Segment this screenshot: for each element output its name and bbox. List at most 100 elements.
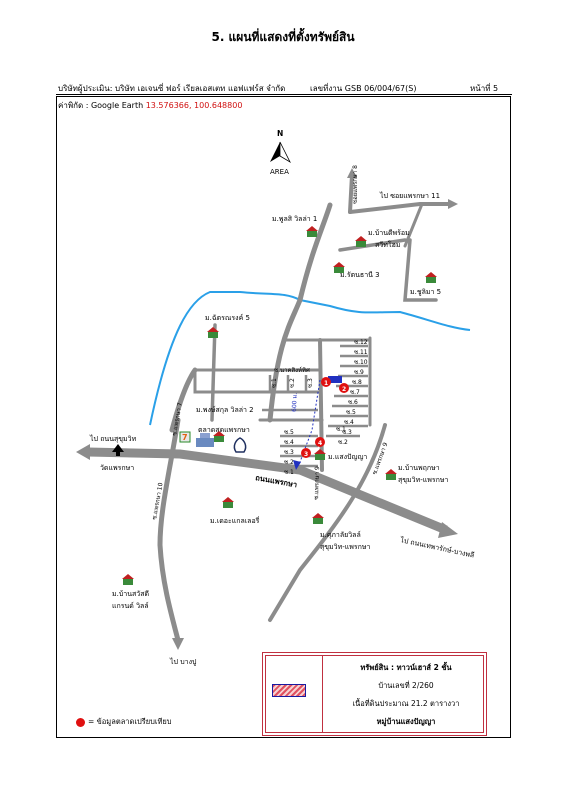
road-rattanathani [338, 238, 407, 252]
label-soi-1e: ซ.1 [336, 426, 346, 433]
road-soi-7 [169, 367, 198, 433]
landmark-icons: 7 [112, 431, 247, 456]
marker-2-label: 2 [342, 386, 346, 393]
label-the-gallery: ม.เดอะแกลเลอรี่ [210, 516, 260, 525]
road-soi-8 [348, 173, 354, 214]
label-soi-3n: ซ.3 [307, 378, 314, 388]
road-soi-9 [268, 423, 387, 622]
label-soi-2e: ซ.2 [338, 439, 348, 446]
marker-3 [301, 448, 311, 458]
label-soi-1n: ซ.1 [271, 378, 278, 388]
house-icon [333, 262, 345, 273]
label-sukhumvit-praeksa: สุขุมวิท-แพรกษา [398, 476, 448, 484]
label-chatchanon: ม.ฉัตรณรงค์ 5 [205, 314, 250, 322]
legend-text: = ข้อมูลตลาดเปรียบเทียบ [88, 717, 172, 726]
house-icon [122, 574, 134, 585]
label-soi-3e: ซ.3 [342, 429, 352, 436]
label-soi-3w: ซ.3 [284, 449, 294, 456]
label-distance: 600 ม. [291, 393, 299, 413]
north-caption: AREA [270, 168, 289, 176]
arrow-north-icon [347, 168, 357, 178]
label-ban-phruksa: ม.บ้านพฤกษา [398, 464, 440, 472]
map-frame [56, 96, 511, 738]
house-icon [222, 497, 234, 508]
label-soi-1w: ซ.1 [284, 469, 294, 476]
label-soi-2w: ซ.2 [284, 459, 294, 466]
river-canal [149, 291, 471, 426]
label-soi-9e: ซ.9 [354, 369, 364, 376]
label-to-thepharak: ไป ถนนเทพารักษ์-บางพลี [399, 535, 476, 560]
label-soi-12: ซ.12 [354, 339, 368, 346]
arrow-south-icon [172, 638, 184, 650]
road-soi-10 [157, 417, 181, 643]
house-icon [213, 431, 225, 442]
page-number: หน้าที่ 5 [470, 84, 499, 93]
label-supalai: ม.ศุภาลัยวิลล์ [320, 531, 361, 539]
marker-1-label: 1 [324, 380, 328, 387]
label-soi-9a: ซ.แพรกษา 9 [313, 466, 321, 500]
marker-4 [315, 437, 325, 447]
coordinates-value: 13.576366, 100.648800 [145, 101, 243, 110]
house-icon [207, 327, 219, 338]
label-to-sukhumvit: ไป ถนนสุขุมวิท [89, 434, 137, 443]
temple-bank-icon [233, 437, 247, 453]
label-ban-sawadee: ม.บ้านสวัสดี [112, 590, 149, 598]
road-chulima [403, 238, 438, 302]
label-rattanathani: ม.รัตนธานี 3 [340, 271, 380, 279]
label-to-bangpu: ไป บางปู [169, 657, 197, 666]
asset-info-box: ทรัพย์สิน : ทาวน์เฮาส์ 2 ชั้น บ้านเลขที่… [262, 652, 487, 736]
label-soi-2n: ซ.2 [289, 378, 296, 388]
road-village-main [318, 338, 324, 472]
label-market: ตลาดสดแพรกษา [198, 426, 250, 434]
house-icon [425, 272, 437, 283]
house-number: บ้านเลขที่ 2/260 [378, 681, 434, 690]
arrow-ne-icon [448, 199, 458, 209]
asset-swatch [272, 684, 306, 697]
rivers [149, 291, 471, 426]
house-icon [314, 449, 326, 460]
legend: = ข้อมูลตลาดเปรียบเทียบ [76, 716, 172, 728]
house-icon [312, 513, 324, 524]
house-icon [385, 469, 397, 480]
label-nakhon-sit: ซ.นาคสิงห์ทิศ [274, 366, 310, 374]
marker-3-label: 3 [304, 451, 308, 458]
label-soi-7: ซ.แพรกษา 7 [171, 402, 184, 437]
label-ban-den: ม.บ้านดีพร้อม [368, 229, 410, 237]
label-soi-5e: ซ.5 [346, 409, 356, 416]
label-phumsi: ม.พูลสิ วิลล่า 1 [272, 215, 317, 223]
label-grand-ville: แกรนด์ วิลล์ [112, 602, 149, 610]
legend-dot-icon [76, 717, 85, 727]
road-chatchanon [210, 323, 217, 422]
north-arrow-icon [270, 141, 291, 164]
label-soi-8e: ซ.8 [352, 379, 362, 386]
label-to-soi-11: ไป ซอยแพรกษา 11 [379, 191, 440, 200]
company-name: บริษัทผู้ประเมิน: บริษัท เอเจนซี่ ฟอร์ เ… [58, 84, 286, 93]
label-soi-8: ซอยแพรกษา 8 [352, 165, 359, 204]
label-soi-10e: ซ.10 [354, 359, 368, 366]
label-sweet-home: สวีทโฮม [375, 240, 400, 249]
subject-location-marker [328, 376, 342, 383]
label-soi-6e: ซ.6 [348, 399, 358, 406]
label-phongsakun: ม.พงษ์สกุล วิลล่า 2 [196, 406, 254, 414]
label-soi-4w: ซ.4 [284, 439, 294, 446]
label-soi-7e: ซ.7 [350, 389, 360, 396]
east-sois [326, 344, 368, 438]
roads [157, 173, 438, 643]
coordinates-label: ค่าพิกัด : Google Earth [58, 101, 144, 110]
label-soi-11: ซ.11 [354, 349, 368, 356]
north-label: N [277, 129, 283, 138]
marker-1 [321, 377, 331, 387]
label-wat: วัดแพรกษา [100, 464, 134, 472]
coordinates: ค่าพิกัด : Google Earth 13.576366, 100.6… [58, 99, 242, 112]
label-saeng-panya: ม.แสงปัญญา [328, 453, 367, 461]
label-soi-4e: ซ.4 [344, 419, 354, 426]
label-soi-5w: ซ.5 [284, 429, 294, 436]
page-title: 5. แผนที่แสดงที่ตั้งทรัพย์สิน [211, 30, 355, 44]
village-name: หมู่บ้านแสงปัญญา [376, 717, 436, 726]
arrow-east-icon [438, 522, 458, 538]
comparison-markers [301, 377, 349, 458]
asset-type: ทรัพย์สิน : ทาวน์เฮาส์ 2 ชั้น [360, 663, 452, 672]
house-icon [355, 236, 367, 247]
convenience-store-icon [179, 431, 191, 443]
